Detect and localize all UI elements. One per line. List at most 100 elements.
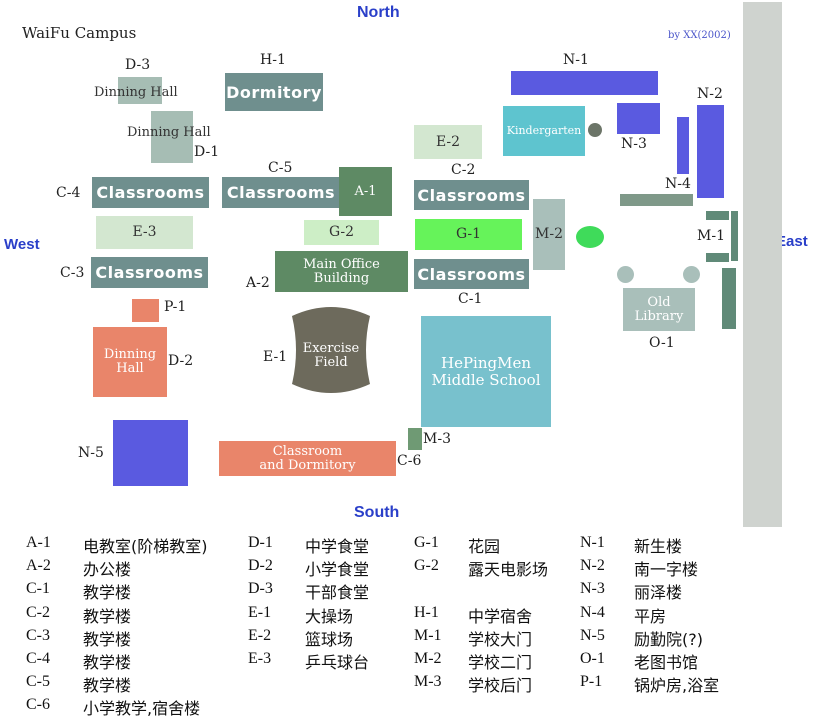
- legend-name: 南一字楼: [634, 560, 699, 580]
- school-name-line1: HePingMen: [440, 354, 531, 372]
- building-d1-name: Dinning Hall: [127, 125, 211, 140]
- legend-code: M-2: [414, 650, 442, 667]
- building-c5-classrooms[interactable]: Classrooms: [222, 177, 340, 208]
- label-c5: C-5: [268, 160, 293, 176]
- green-oval: [576, 226, 604, 248]
- gate-m3[interactable]: [408, 428, 422, 450]
- legend-code: O-1: [580, 650, 605, 667]
- building-d2-dinning-hall[interactable]: Dinning Hall: [93, 327, 167, 397]
- building-c6-name-line2: and Dormitory: [259, 457, 356, 473]
- label-d1: D-1: [194, 144, 220, 160]
- kindergarten-name: Kindergarten: [506, 124, 582, 138]
- area-e2-name: E-2: [435, 133, 461, 150]
- area-e3[interactable]: E-3: [96, 216, 193, 249]
- kindergarten-dot: [588, 123, 602, 137]
- label-m3: M-3: [423, 431, 451, 447]
- building-h1-dormitory[interactable]: Dormitory: [225, 73, 323, 111]
- building-c2-classrooms[interactable]: Classrooms: [414, 180, 529, 210]
- legend-code: G-2: [414, 557, 439, 575]
- legend-name: 篮球场: [305, 629, 354, 649]
- field-e1-shape[interactable]: [290, 302, 372, 398]
- legend-name: 花园: [468, 537, 501, 556]
- label-h1: H-1: [260, 52, 286, 68]
- legend-name: 教学楼: [83, 606, 132, 626]
- area-g2[interactable]: G-2: [304, 220, 379, 245]
- legend-name: 老图书馆: [634, 653, 699, 672]
- area-e2[interactable]: E-2: [414, 125, 482, 159]
- legend-code: C-4: [26, 650, 50, 667]
- building-a1[interactable]: A-1: [339, 167, 392, 216]
- legend-code: M-1: [414, 626, 442, 644]
- building-a2-main-office[interactable]: Main Office Building: [275, 251, 408, 292]
- building-a2-name-line2: Building: [313, 270, 370, 286]
- label-c3: C-3: [60, 265, 85, 281]
- legend-code: N-3: [580, 580, 605, 598]
- legend-name: 露天电影场: [468, 560, 549, 580]
- compass-east: East: [776, 233, 808, 250]
- building-c4-classrooms[interactable]: Classrooms: [92, 177, 209, 208]
- gate-m1-bottom: [706, 253, 729, 262]
- legend-name: 中学宿舍: [468, 606, 533, 626]
- kindergarten[interactable]: Kindergarten: [503, 106, 585, 156]
- legend-code: N-5: [580, 626, 605, 644]
- label-d3: D-3: [125, 57, 151, 73]
- compass-north: North: [357, 4, 400, 21]
- building-n4[interactable]: [677, 117, 689, 174]
- building-n2[interactable]: [697, 105, 724, 198]
- legend-name: 教学楼: [83, 583, 132, 603]
- hepingmen-middle-school[interactable]: HePingMen Middle School: [421, 316, 551, 427]
- gate-m1-post[interactable]: [731, 211, 738, 261]
- building-a1-name: A-1: [354, 183, 377, 199]
- building-c1-classrooms[interactable]: Classrooms: [414, 259, 529, 289]
- gate-m2[interactable]: M-2: [533, 199, 565, 270]
- legend-code: A-1: [26, 534, 51, 551]
- legend-code: P-1: [580, 673, 603, 691]
- field-e1-text: Exercise Field: [290, 334, 372, 378]
- building-c3-classrooms[interactable]: Classrooms: [91, 257, 208, 288]
- legend-code: N-4: [580, 603, 605, 621]
- east-wall-segment: [722, 268, 736, 329]
- legend-code: C-1: [26, 580, 50, 598]
- building-d3[interactable]: [118, 77, 162, 104]
- library-dot-left: [617, 266, 634, 283]
- building-c6[interactable]: Classroom and Dormitory: [219, 441, 396, 476]
- field-e1-name-line1: Exercise: [302, 341, 360, 357]
- label-c6: C-6: [397, 453, 422, 469]
- legend-code: C-5: [26, 673, 50, 691]
- legend-name: 小学食堂: [305, 560, 370, 580]
- legend-name: 励勤院(?): [634, 629, 703, 649]
- legend-code: D-2: [248, 557, 273, 575]
- legend-name: 教学楼: [83, 676, 132, 696]
- legend-name: 干部食堂: [305, 583, 370, 603]
- building-p1[interactable]: [132, 299, 159, 322]
- building-a2-name-line1: Main Office: [303, 256, 380, 272]
- garden-g1-name: G-1: [455, 226, 482, 243]
- legend-code: D-3: [248, 580, 273, 598]
- legend-name: 学校后门: [468, 676, 533, 696]
- label-d2: D-2: [168, 353, 194, 369]
- building-o1-old-library[interactable]: Old Library: [623, 288, 695, 331]
- building-n1[interactable]: [511, 71, 658, 95]
- legend-code: E-2: [248, 626, 272, 644]
- building-n3[interactable]: [617, 103, 660, 134]
- label-n2: N-2: [697, 86, 723, 102]
- garden-g1[interactable]: G-1: [415, 219, 522, 250]
- credit-text: by XX(2002): [668, 30, 731, 41]
- east-road: [743, 2, 782, 527]
- building-n5[interactable]: [113, 420, 188, 486]
- legend-code: M-3: [414, 673, 442, 691]
- map-title: WaiFu Campus: [22, 24, 137, 42]
- building-c3-name: Classrooms: [95, 263, 204, 282]
- legend-name: 学校大门: [468, 629, 533, 649]
- legend-code: N-1: [580, 534, 605, 551]
- building-d1[interactable]: [151, 111, 193, 163]
- building-d3-name: Dinning Hall: [94, 85, 178, 100]
- label-n4: N-4: [665, 176, 691, 192]
- legend-name: 学校二门: [468, 653, 533, 672]
- legend-name: 中学食堂: [305, 537, 370, 556]
- legend-name: 电教室(阶梯教室): [83, 537, 208, 556]
- legend-name: 丽泽楼: [634, 583, 683, 603]
- legend-name: 新生楼: [634, 537, 683, 556]
- label-p1: P-1: [164, 299, 187, 315]
- legend-code: G-1: [414, 534, 439, 551]
